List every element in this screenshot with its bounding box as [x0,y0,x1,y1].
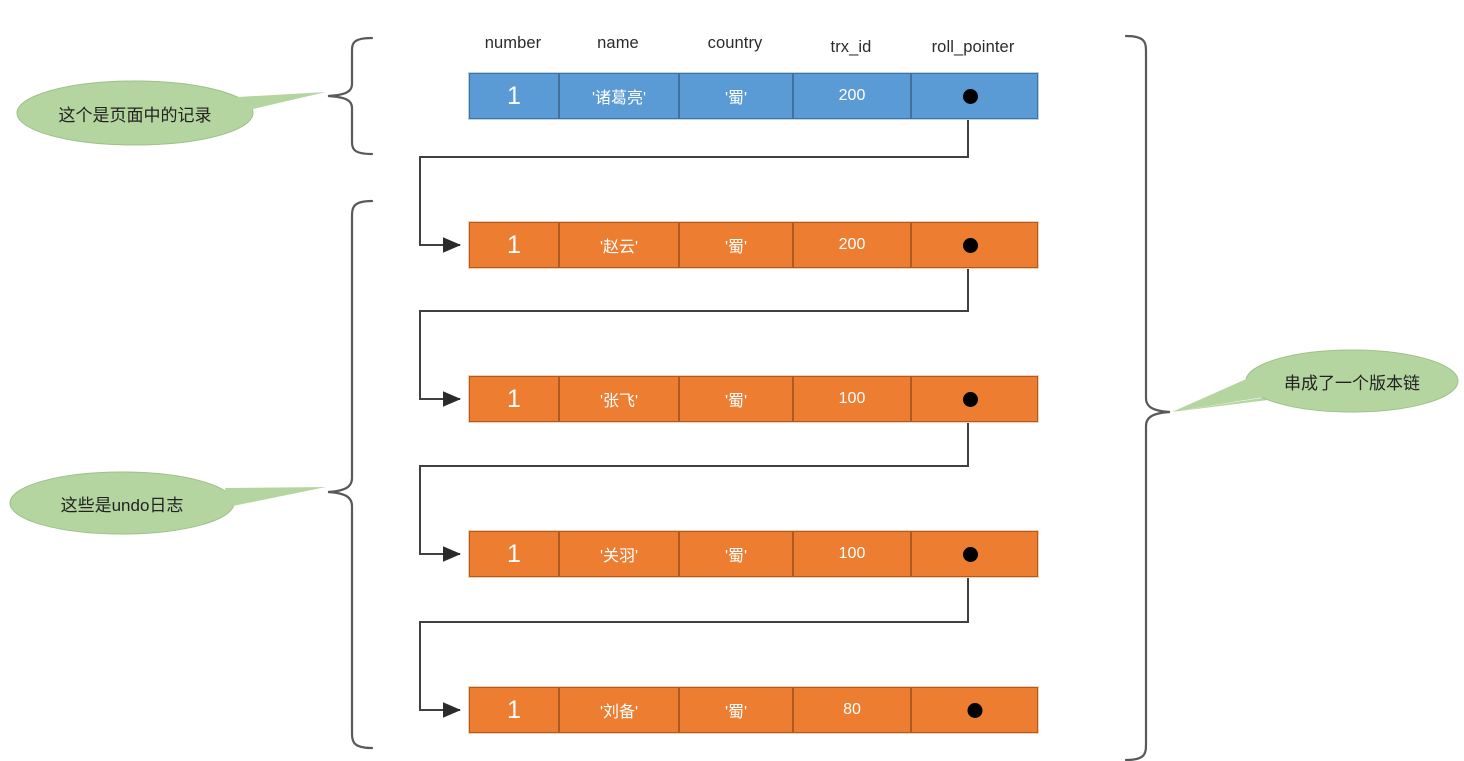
cell-name: '刘备' [559,687,679,733]
cell-roll-pointer [911,73,1038,119]
cell-name: '诸葛亮' [559,73,679,119]
callout-page-record-shape [16,80,326,146]
cell-name: '赵云' [559,222,679,268]
roll-pointer-dot-icon [963,546,978,562]
record-row-undo-log-4[interactable]: 1 '刘备' '蜀' 80 [468,686,1039,734]
record-row-undo-log-1[interactable]: 1 '赵云' '蜀' 200 [468,221,1039,269]
roll-pointer-dot-icon [967,702,982,718]
cell-trx-id: 200 [793,222,911,268]
cell-country: '蜀' [679,531,793,577]
callout-version-chain-label: 串成了一个版本链 [1284,373,1420,393]
cell-country: '蜀' [679,222,793,268]
cell-number: 1 [469,687,559,733]
connector-undo-3-to-undo-4 [419,560,969,718]
cell-number: 1 [469,222,559,268]
roll-pointer-dot-icon [963,88,978,104]
roll-pointer-dot-icon [963,391,978,407]
cell-trx-id: 100 [793,376,911,422]
cell-number: 1 [469,73,559,119]
cell-roll-pointer [911,222,1038,268]
column-header-roll-pointer: roll_pointer [931,38,1015,56]
cell-number: 1 [469,531,559,577]
column-header-name: name [597,34,639,52]
cell-roll-pointer [911,687,1038,733]
callout-undo-log-shape [9,471,326,535]
callout-undo-log-label: 这些是undo日志 [60,495,184,515]
connector-undo-1-to-undo-2 [419,250,969,407]
record-row-undo-log-2[interactable]: 1 '张飞' '蜀' 100 [468,375,1039,423]
connector-undo-2-to-undo-3 [419,405,969,562]
brace-version-chain [1124,34,1171,761]
cell-trx-id: 80 [793,687,911,733]
callout-page-record-label: 这个是页面中的记录 [58,105,212,125]
roll-pointer-dot-icon [963,237,978,253]
record-row-page-record[interactable]: 1 '诸葛亮' '蜀' 200 [468,72,1039,120]
record-row-undo-log-3[interactable]: 1 '关羽' '蜀' 100 [468,530,1039,578]
cell-name: '张飞' [559,376,679,422]
cell-trx-id: 200 [793,73,911,119]
callout-version-chain: 串成了一个版本链 [1252,366,1452,396]
cell-number: 1 [469,376,559,422]
column-header-trx-id: trx_id [830,38,872,56]
brace-undo-logs [327,199,374,750]
cell-trx-id: 100 [793,531,911,577]
column-header-country: country [707,34,763,52]
cell-country: '蜀' [679,73,793,119]
brace-page-record [327,36,374,156]
callout-page-record: 这个是页面中的记录 [30,98,240,128]
cell-roll-pointer [911,531,1038,577]
callout-version-chain-shape [1172,349,1459,413]
connector-record-to-undo-1 [419,100,969,253]
cell-country: '蜀' [679,687,793,733]
cell-country: '蜀' [679,376,793,422]
cell-name: '关羽' [559,531,679,577]
callout-undo-log: 这些是undo日志 [22,488,222,518]
cell-roll-pointer [911,376,1038,422]
column-header-number: number [484,34,542,52]
